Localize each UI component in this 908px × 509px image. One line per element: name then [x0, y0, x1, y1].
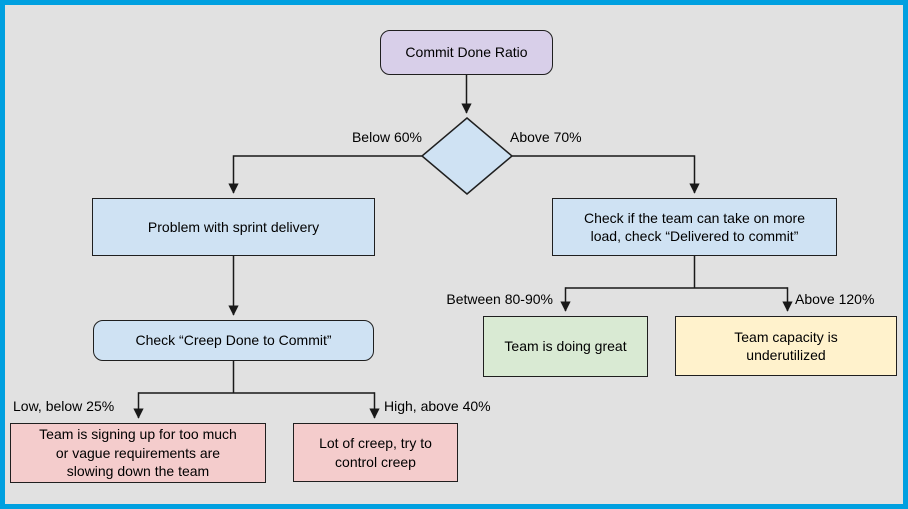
- edge-label-low-below-25: Low, below 25%: [13, 398, 115, 414]
- node-check-creep-done-to-commit-label: Check “Creep Done to Commit”: [135, 332, 332, 349]
- node-commit-done-ratio: Commit Done Ratio: [380, 30, 553, 75]
- connector-decision-to-checkload: [512, 155, 700, 194]
- node-team-capacity-underutilized-label: Team capacity is underutilized: [734, 328, 838, 363]
- node-check-team-load-label: Check if the team can take on more load,…: [584, 209, 805, 244]
- connector-decision-to-problem: [228, 155, 422, 194]
- node-problem-sprint-delivery: Problem with sprint delivery: [92, 198, 375, 256]
- node-commit-done-ratio-label: Commit Done Ratio: [405, 44, 528, 61]
- node-team-doing-great-label: Team is doing great: [504, 338, 627, 355]
- node-signing-up-too-much: Team is signing up for too much or vague…: [10, 423, 266, 483]
- edge-label-above-70: Above 70%: [510, 129, 582, 145]
- edge-label-high-above-40: High, above 40%: [384, 398, 491, 414]
- edge-label-below-60: Below 60%: [351, 129, 422, 145]
- node-problem-sprint-delivery-label: Problem with sprint delivery: [147, 218, 320, 235]
- node-signing-up-too-much-label: Team is signing up for too much or vague…: [39, 426, 237, 480]
- node-team-doing-great: Team is doing great: [483, 316, 648, 377]
- node-check-creep-done-to-commit: Check “Creep Done to Commit”: [93, 320, 374, 361]
- decision-diamond: [420, 117, 514, 195]
- edge-label-between-80-90: Between 80-90%: [446, 291, 553, 307]
- node-team-capacity-underutilized: Team capacity is underutilized: [675, 316, 897, 376]
- edge-label-above-120: Above 120%: [795, 291, 875, 307]
- node-lot-of-creep: Lot of creep, try to control creep: [293, 423, 458, 482]
- node-lot-of-creep-label: Lot of creep, try to control creep: [319, 435, 432, 470]
- node-check-team-load: Check if the team can take on more load,…: [552, 198, 837, 256]
